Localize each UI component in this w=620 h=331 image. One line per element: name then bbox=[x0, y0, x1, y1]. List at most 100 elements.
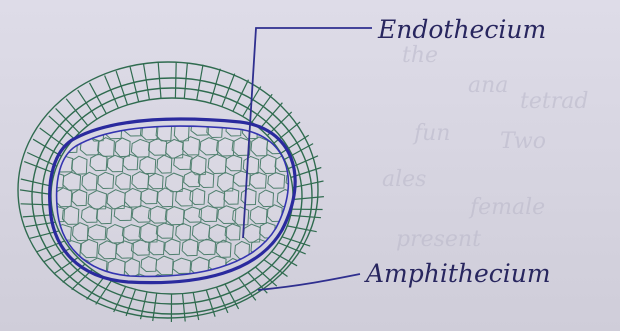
endothecium-cell bbox=[174, 122, 189, 141]
amphithecium-cell-wall bbox=[272, 252, 298, 266]
endothecium-cell bbox=[81, 207, 97, 223]
amphithecium-cell-wall bbox=[184, 63, 187, 99]
endothecium-cell bbox=[125, 259, 140, 277]
amphithecium-cell-wall bbox=[175, 62, 176, 98]
endothecium-cell bbox=[115, 138, 130, 157]
endothecium-cell bbox=[226, 155, 242, 171]
endothecium-cell bbox=[217, 138, 235, 156]
endothecium-cell bbox=[62, 206, 78, 224]
endothecium-cell bbox=[98, 172, 114, 188]
endothecium-cell bbox=[260, 223, 276, 239]
endothecium-cell bbox=[268, 173, 285, 189]
amphithecium-cell-wall bbox=[56, 108, 80, 133]
endothecium-cell bbox=[156, 256, 173, 275]
endothecium-cell bbox=[259, 190, 274, 207]
endothecium-cell bbox=[208, 190, 225, 207]
endothecium-cell bbox=[88, 225, 106, 240]
endothecium-cell bbox=[184, 172, 200, 187]
endothecium-cell bbox=[198, 239, 215, 255]
bleed-through-word: fun bbox=[412, 121, 450, 146]
endothecium-cell bbox=[157, 188, 173, 207]
bleed-through-word: ana bbox=[468, 73, 508, 98]
endothecium-cell bbox=[98, 138, 115, 157]
endothecium-cell bbox=[148, 173, 163, 188]
endothecium-cell bbox=[55, 188, 71, 207]
endothecium-cell bbox=[140, 157, 156, 174]
bleed-through-word: present bbox=[396, 227, 481, 252]
endothecium-cell bbox=[176, 223, 191, 240]
endothecium-cell bbox=[140, 189, 157, 204]
endothecium-cell bbox=[182, 239, 198, 256]
endothecium-cell bbox=[190, 188, 205, 204]
endothecium-cell bbox=[141, 122, 159, 140]
endothecium-cell bbox=[241, 189, 256, 205]
endothecium-cell bbox=[192, 222, 209, 240]
endothecium-cell bbox=[123, 154, 138, 169]
endothecium-cell bbox=[224, 188, 239, 204]
amphithecium-cell-wall bbox=[291, 215, 321, 217]
endothecium-cell bbox=[131, 240, 150, 255]
endothecium-cell bbox=[207, 121, 223, 138]
endothecium-cell bbox=[141, 257, 157, 272]
endothecium-cell bbox=[107, 155, 123, 172]
amphithecium-cell-wall bbox=[158, 63, 161, 99]
endothecium-cell bbox=[243, 156, 258, 173]
endothecium-cell bbox=[218, 274, 235, 290]
endothecium-cell bbox=[107, 225, 125, 244]
endothecium-cell bbox=[72, 156, 88, 174]
bleed-through-word: ales bbox=[382, 167, 426, 192]
amphithecium-cell-wall bbox=[116, 71, 127, 105]
endothecium-cell bbox=[116, 241, 133, 258]
endothecium-cell bbox=[148, 206, 167, 223]
endothecium-cell bbox=[208, 154, 226, 173]
bleed-through-word: Two bbox=[500, 129, 546, 154]
endothecium-cell bbox=[209, 225, 227, 243]
endothecium-cell bbox=[73, 223, 89, 241]
amphithecium-cell-wall bbox=[144, 64, 150, 99]
endothecium-cell bbox=[200, 138, 219, 155]
endothecium-cell bbox=[90, 154, 107, 171]
endothecium-cell bbox=[157, 155, 172, 173]
endothecium-cell bbox=[72, 190, 87, 206]
bleed-through-word: tetrad bbox=[520, 89, 588, 114]
endothecium-cell bbox=[116, 173, 131, 189]
amphithecium-cell-wall bbox=[197, 65, 203, 100]
amphithecium-cell-wall bbox=[264, 260, 288, 277]
bleed-through-word: female bbox=[468, 195, 545, 220]
endothecium-cell bbox=[182, 137, 199, 155]
amphithecium-label: Amphithecium bbox=[364, 259, 551, 288]
endothecium-cell bbox=[251, 137, 268, 156]
endothecium-cell bbox=[174, 154, 192, 169]
amphithecium-cell-wall bbox=[20, 190, 51, 195]
endothecium-cell bbox=[216, 240, 231, 257]
endothecium-cell bbox=[156, 223, 173, 238]
endothecium-cell bbox=[131, 139, 149, 157]
endothecium-cell bbox=[173, 258, 191, 273]
endothecium-cell bbox=[148, 239, 164, 254]
endothecium-cell bbox=[165, 275, 180, 293]
endothecium-cell bbox=[63, 172, 81, 190]
amphithecium-cell-wall bbox=[210, 69, 220, 103]
amphithecium-cell-wall bbox=[293, 181, 324, 188]
endothecium-cell bbox=[250, 206, 267, 223]
endothecium-cell bbox=[132, 172, 149, 189]
endothecium-cell bbox=[233, 207, 249, 225]
endothecium-cell bbox=[191, 120, 209, 135]
endothecium-cell bbox=[81, 239, 98, 257]
amphithecium-cell-wall bbox=[130, 67, 139, 102]
endothecium-cell bbox=[114, 206, 132, 221]
endothecium-cell bbox=[165, 207, 184, 225]
amphithecium-cell-wall bbox=[23, 215, 53, 217]
endothecium-cell bbox=[99, 241, 117, 259]
endothecium-cell bbox=[165, 239, 181, 255]
bleed-through-text-layer: the ana tetrad fun Two ales female present bbox=[382, 43, 588, 252]
endothecium-cell bbox=[250, 172, 266, 188]
amphithecium-cell-wall bbox=[126, 289, 135, 316]
endothecium-cell bbox=[80, 138, 99, 155]
bleed-through-word: the bbox=[402, 43, 438, 68]
amphithecium-cell-wall bbox=[114, 287, 126, 313]
endothecium-cell bbox=[260, 155, 276, 174]
endothecium-cell bbox=[122, 225, 141, 241]
endothecium-cell bbox=[149, 139, 167, 156]
